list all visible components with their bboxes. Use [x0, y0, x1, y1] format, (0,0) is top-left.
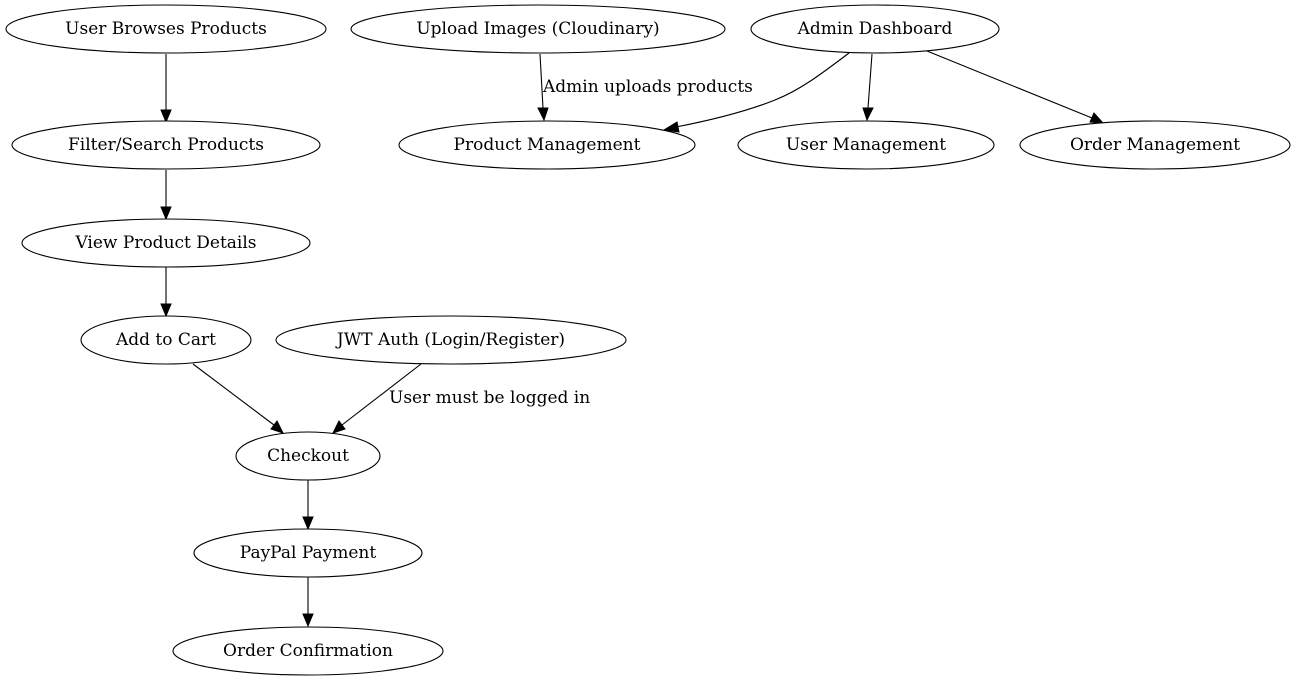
nodes: User Browses Products Upload Images (Clo…: [5, 4, 1291, 676]
edge-jwt-to-checkout: User must be logged in: [332, 363, 590, 434]
node-user-management: User Management: [737, 120, 995, 170]
edge-upload-to-product-management: Admin uploads products: [537, 53, 753, 122]
node-product-management: Product Management: [398, 120, 696, 170]
edge-admin-to-user-management: [862, 53, 874, 122]
svg-text:View Product Details: View Product Details: [74, 233, 256, 253]
svg-text:Order Confirmation: Order Confirmation: [223, 641, 393, 661]
node-order-management: Order Management: [1019, 120, 1291, 170]
svg-text:Add to Cart: Add to Cart: [115, 330, 216, 350]
node-user-browses-products: User Browses Products: [5, 4, 327, 54]
edge-browse-to-filter: [160, 54, 172, 124]
node-order-confirmation: Order Confirmation: [172, 626, 444, 676]
edge-filter-to-view: [160, 170, 172, 221]
edge-admin-to-order-management: [926, 50, 1105, 124]
edge-label-upload-product: Admin uploads products: [542, 77, 753, 97]
node-add-to-cart: Add to Cart: [80, 315, 252, 365]
node-upload-images: Upload Images (Cloudinary): [350, 4, 726, 54]
node-filter-search-products: Filter/Search Products: [11, 120, 321, 170]
node-checkout: Checkout: [235, 431, 381, 481]
svg-text:Checkout: Checkout: [267, 446, 349, 466]
svg-text:User Browses Products: User Browses Products: [65, 19, 267, 39]
node-view-product-details: View Product Details: [21, 218, 311, 268]
node-paypal-payment: PayPal Payment: [193, 528, 423, 578]
edge-view-to-cart: [160, 267, 172, 318]
node-admin-dashboard: Admin Dashboard: [750, 4, 1000, 54]
svg-text:User Management: User Management: [786, 135, 946, 155]
svg-text:Product Management: Product Management: [454, 135, 641, 155]
svg-text:Filter/Search Products: Filter/Search Products: [68, 135, 264, 155]
edge-cart-to-checkout: [192, 363, 284, 434]
node-jwt-auth: JWT Auth (Login/Register): [275, 315, 627, 365]
svg-text:JWT Auth (Login/Register): JWT Auth (Login/Register): [335, 330, 565, 350]
edge-label-jwt-checkout: User must be logged in: [389, 388, 590, 408]
svg-text:PayPal Payment: PayPal Payment: [240, 543, 377, 563]
svg-text:Upload Images (Cloudinary): Upload Images (Cloudinary): [416, 19, 659, 39]
svg-text:Admin Dashboard: Admin Dashboard: [797, 19, 953, 39]
edges: User must be logged in Admin uploads pro…: [160, 50, 1105, 628]
edge-paypal-to-confirm: [302, 577, 314, 628]
edge-admin-to-product-management: [662, 52, 850, 133]
svg-text:Order Management: Order Management: [1070, 135, 1240, 155]
edge-checkout-to-paypal: [302, 480, 314, 531]
